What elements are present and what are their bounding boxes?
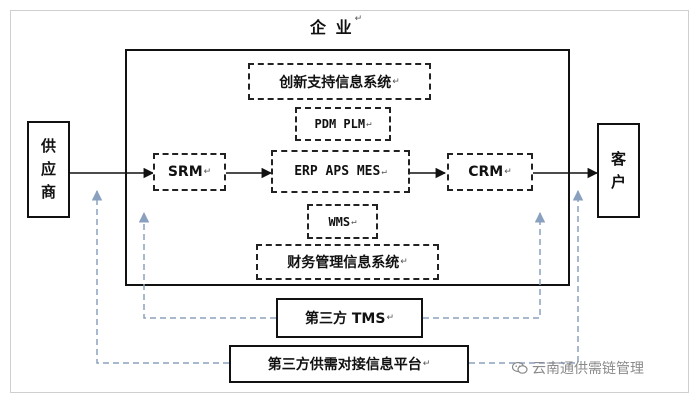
- watermark: 云南通供需链管理: [511, 358, 644, 378]
- enterprise-title-text: 企 业: [310, 18, 354, 37]
- third-party-platform-label: 第三方供需对接信息平台: [267, 357, 422, 373]
- customer-char: 客: [610, 149, 626, 168]
- pdm-plm-box[interactable]: PDM PLM↵: [295, 107, 391, 141]
- third-party-tms-label: 第三方 TMS: [305, 311, 386, 327]
- pdm-plm-label: PDM PLM: [314, 117, 366, 131]
- wms-label: WMS: [328, 214, 351, 229]
- wechat-logo-icon: [511, 361, 528, 375]
- watermark-text: 云南通供需链管理: [532, 361, 644, 377]
- erp-aps-mes-box[interactable]: ERP APS MES↵: [271, 150, 410, 193]
- srm-box[interactable]: SRM↵: [153, 153, 226, 191]
- supplier-char: 应: [40, 160, 56, 178]
- crm-label: CRM: [468, 164, 504, 180]
- third-party-tms-box[interactable]: 第三方 TMS↵: [276, 298, 423, 338]
- supplier-box[interactable]: 供 应 商: [27, 121, 70, 218]
- innovation-system-box[interactable]: 创新支持信息系统↵: [248, 63, 431, 100]
- enterprise-title: 企 业↵: [310, 14, 365, 37]
- srm-label: SRM: [167, 164, 203, 180]
- customer-box[interactable]: 客 户: [597, 123, 640, 218]
- supplier-char: 商: [40, 183, 56, 201]
- third-party-platform-box[interactable]: 第三方供需对接信息平台↵: [229, 345, 469, 383]
- erp-aps-mes-label: ERP APS MES: [294, 164, 381, 179]
- innovation-system-label: 创新支持信息系统: [279, 74, 392, 91]
- crm-box[interactable]: CRM↵: [447, 153, 533, 191]
- wms-box[interactable]: WMS↵: [307, 204, 378, 239]
- supplier-char: 供: [40, 137, 56, 155]
- finance-system-box[interactable]: 财务管理信息系统↵: [256, 244, 439, 280]
- customer-char: 户: [610, 172, 626, 191]
- finance-system-label: 财务管理信息系统: [287, 255, 400, 271]
